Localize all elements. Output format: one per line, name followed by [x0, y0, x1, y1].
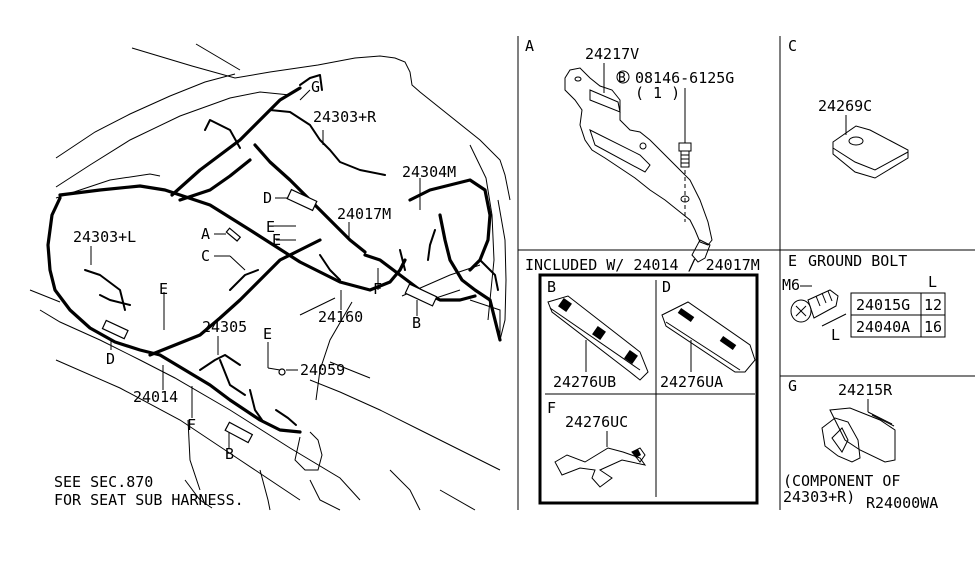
callout-24303r: 24303+R [313, 108, 377, 126]
callout-a: A [201, 225, 210, 243]
callout-c: C [201, 247, 210, 265]
callout-labels: G 24303+R 24304M D 24017M E E A C 24303+… [73, 78, 456, 463]
part-24276ub-label: 24276UB [553, 373, 616, 391]
included-section: INCLUDED W/ 24014 / 24017M B 24276UB D [525, 256, 760, 505]
component-note-line-2: 24303+R) [783, 488, 855, 506]
table-row-0-length: 12 [924, 296, 942, 314]
protector-b-lower [224, 421, 254, 444]
note-line-1: SEE SEC.870 [54, 473, 153, 491]
panel-a-letter: A [525, 37, 534, 55]
included-cell-f: F 24276UC [547, 399, 647, 488]
callout-24305: 24305 [202, 318, 247, 336]
bolt-marker: B [616, 70, 630, 86]
panel-e-letter: E [788, 252, 797, 270]
connector-shapes [101, 188, 438, 444]
thread-size-label: M6 [782, 276, 800, 294]
panel-g-letter: G [788, 377, 797, 395]
bracket-24217v [564, 67, 713, 263]
table-header-length: L [928, 273, 937, 291]
callout-e-3: E [159, 280, 168, 298]
included-cell-b: B 24276UB [547, 278, 649, 391]
ground-bolt-table: L 24015G 12 24040A 16 [850, 273, 946, 338]
included-cell-d: D 24276UA [660, 278, 756, 391]
callout-24303l: 24303+L [73, 228, 136, 246]
included-parts-frame [538, 273, 759, 505]
panel-c-letter: C [788, 37, 797, 55]
callout-b-1: B [412, 314, 421, 332]
component-note-line-1: (COMPONENT OF [783, 472, 900, 490]
callout-24304m: 24304M [402, 163, 456, 181]
part-24217v-label: 24217V [585, 45, 639, 63]
cell-f-letter: F [547, 399, 556, 417]
bolt-icon [678, 142, 692, 168]
callout-b-2: B [225, 445, 234, 463]
length-dimension-line [821, 313, 847, 327]
harness-wires [46, 74, 502, 434]
cell-b-letter: B [547, 278, 556, 296]
cell-d-letter: D [662, 278, 671, 296]
callout-f-2: F [187, 416, 196, 434]
table-row-1-part: 24040A [856, 318, 910, 336]
panel-dividers [517, 36, 975, 510]
callout-g: G [311, 78, 320, 96]
ground-bolt-24059 [278, 368, 286, 376]
bracket-24276uc [554, 447, 647, 488]
bolt-marker-letter: B [618, 71, 626, 86]
part-24269c-label: 24269C [818, 97, 872, 115]
callout-d-left: D [106, 350, 115, 368]
part-24276uc-label: 24276UC [565, 413, 628, 431]
included-section-title: INCLUDED W/ 24014 / 24017M [525, 256, 760, 274]
callout-24160: 24160 [318, 308, 363, 326]
protector-24276ua [661, 301, 756, 373]
callout-e-4: E [263, 325, 272, 343]
table-row-0-part: 24015G [856, 296, 910, 314]
protector-d-upper [286, 188, 318, 212]
main-harness-view: G 24303+R 24304M D 24017M E E A C 24303+… [29, 43, 511, 511]
table-row-1-length: 16 [924, 318, 942, 336]
bolt-marker-circle [616, 70, 630, 84]
panel-g: G 24215R (COMPONENT OF 24303+R) R24000WA [783, 377, 938, 512]
callout-e-1: E [266, 218, 275, 236]
seat-harness-note: SEE SEC.870 FOR SEAT SUB HARNESS. [54, 473, 244, 509]
length-dimension-label: L [831, 326, 840, 344]
pad-24269c [832, 125, 909, 179]
bolt-quantity: ( 1 ) [635, 84, 680, 102]
panel-c: C 24269C [788, 37, 909, 179]
part-08146-6125g-label: 08146-6125G [635, 69, 734, 87]
callout-24014: 24014 [133, 388, 178, 406]
protector-d-left [101, 319, 129, 340]
callout-f-1: F [373, 280, 382, 298]
clip-a [225, 227, 242, 242]
callout-e-2: E [272, 231, 281, 249]
protector-24276ub [547, 295, 649, 381]
panel-a: A 24217V B 08146-6125G ( 1 ) [525, 37, 734, 263]
panel-e-title: GROUND BOLT [808, 252, 907, 270]
leader-lines [90, 89, 421, 448]
callout-24059: 24059 [300, 361, 345, 379]
clip-24215r [821, 407, 896, 463]
protector-b-right [404, 283, 438, 307]
ground-bolt-icon [790, 289, 839, 323]
part-24276ua-label: 24276UA [660, 373, 723, 391]
callout-d-upper: D [263, 189, 272, 207]
vehicle-body-outline [29, 43, 511, 511]
callout-24017m: 24017M [337, 205, 391, 223]
part-24215r-label: 24215R [838, 381, 893, 399]
diagram-code: R24000WA [866, 494, 938, 512]
note-line-2: FOR SEAT SUB HARNESS. [54, 491, 244, 509]
panel-e: E GROUND BOLT M6 L L 24015G 12 24040A 16 [782, 252, 946, 344]
